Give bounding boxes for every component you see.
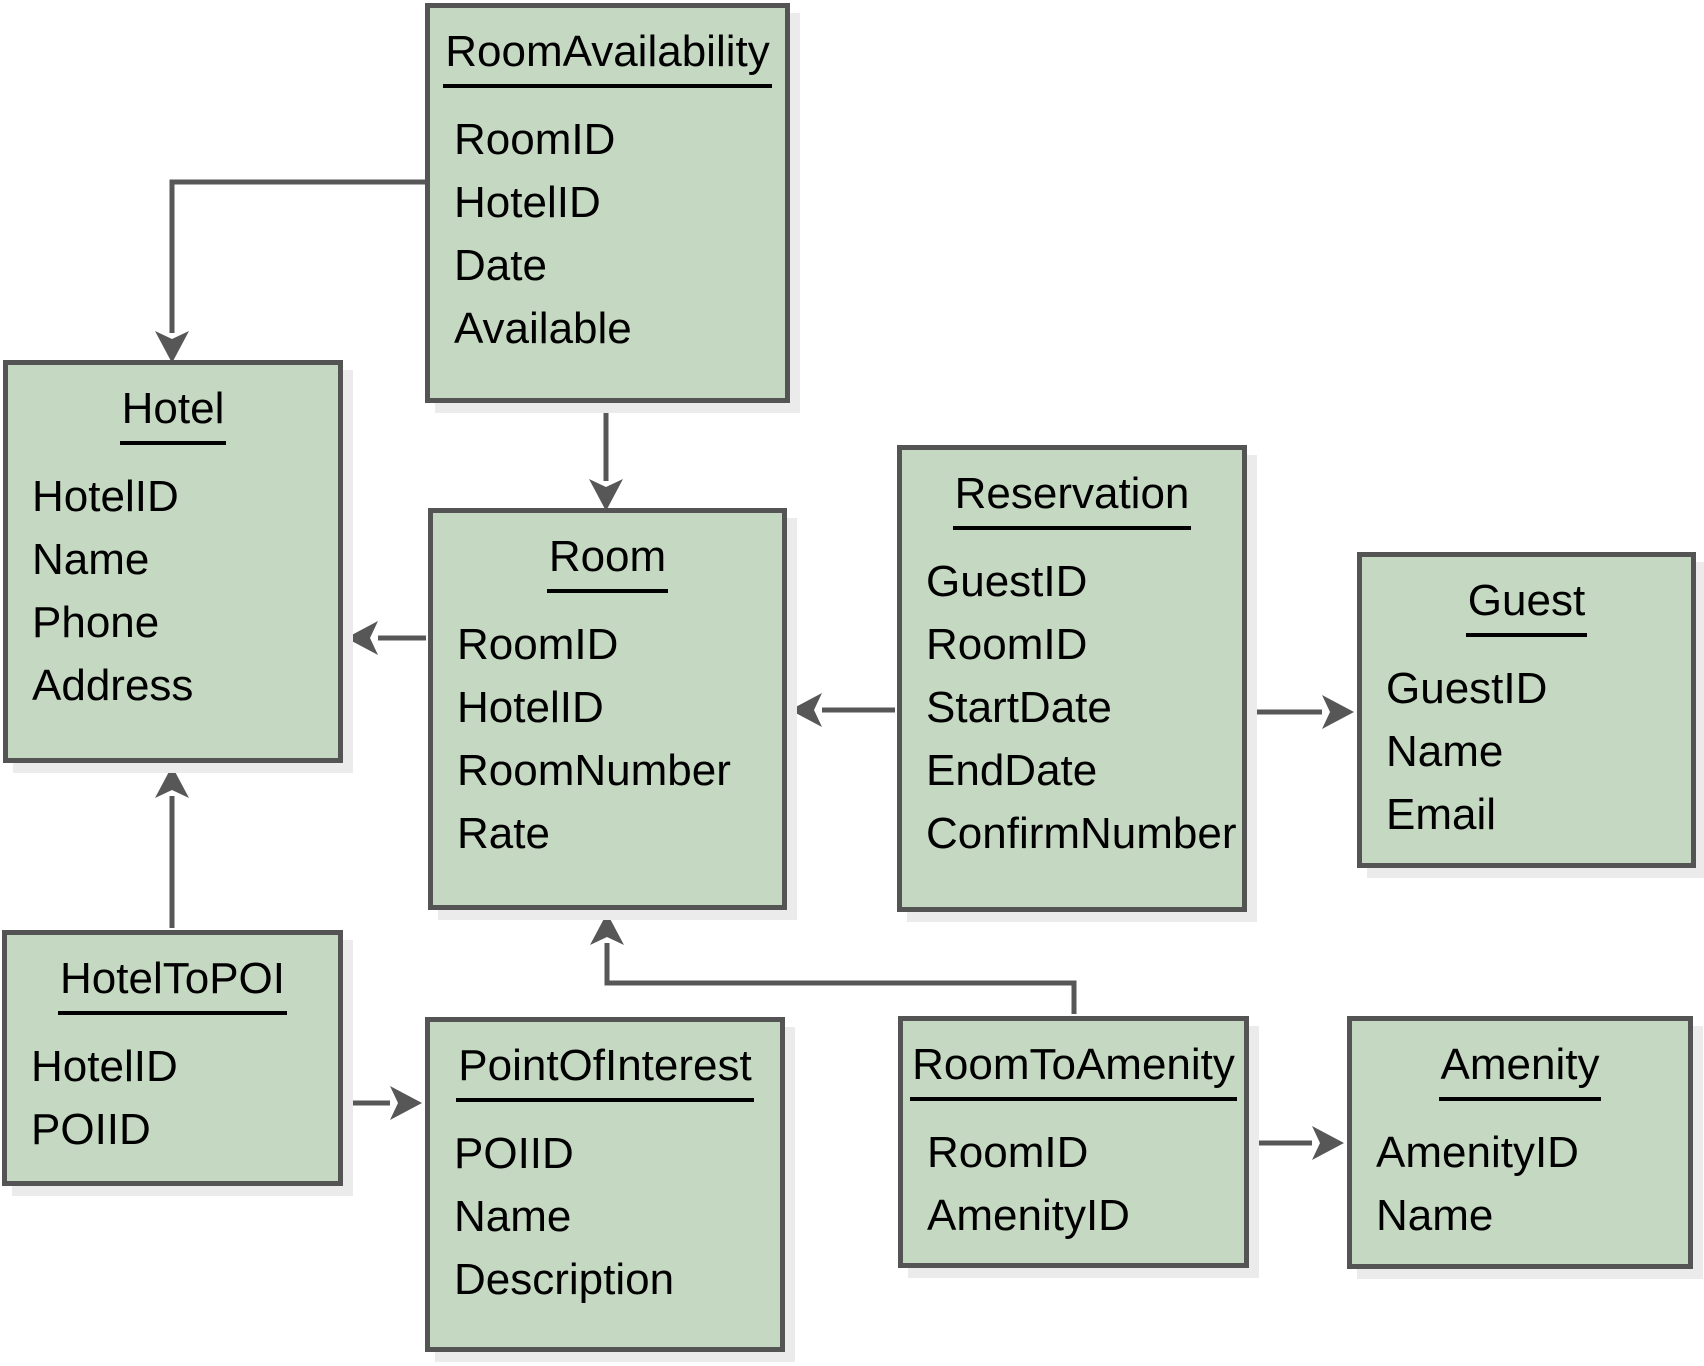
entity-field: Name: [1376, 1191, 1494, 1240]
entity-field: RoomNumber: [457, 746, 731, 795]
entity-field: HotelID: [31, 1042, 178, 1091]
entity-field: Name: [1386, 727, 1504, 776]
entity-field: RoomID: [927, 1128, 1089, 1177]
entity-field: Date: [454, 241, 547, 290]
connector-roomavailability-to-room: [589, 406, 623, 511]
entity-field: Description: [454, 1255, 675, 1304]
entity-field: HotelID: [32, 472, 179, 521]
connector-hoteltopoi-to-pointofinterest: [345, 1086, 422, 1120]
entity-title: Reservation: [902, 466, 1242, 530]
entity-field: Name: [454, 1192, 572, 1241]
entity-title: RoomAvailability: [430, 24, 785, 88]
entity-title: Amenity: [1352, 1037, 1688, 1101]
connector-reservation-to-guest: [1249, 695, 1354, 729]
entity-field: Address: [32, 661, 194, 710]
entity-field: Rate: [457, 809, 550, 858]
entity-amenity: Amenity AmenityID Name: [1347, 1016, 1693, 1269]
entity-fields: HotelID POIID: [31, 1035, 330, 1161]
entity-field: HotelID: [454, 178, 601, 227]
entity-field: RoomID: [454, 115, 616, 164]
entity-field: RoomID: [457, 620, 619, 669]
entity-title: Guest: [1362, 573, 1691, 637]
entity-field: POIID: [31, 1105, 151, 1154]
entity-field: HotelID: [457, 683, 604, 732]
entity-field: Phone: [32, 598, 160, 647]
entity-field: Name: [32, 535, 150, 584]
entity-title: Room: [433, 529, 782, 593]
entity-hoteltopoi: HotelToPOI HotelID POIID: [2, 930, 343, 1186]
entity-fields: RoomID AmenityID: [927, 1121, 1236, 1247]
connector-roomtoamenity-to-amenity: [1251, 1126, 1344, 1160]
entity-field: StartDate: [926, 683, 1112, 732]
entity-field: GuestID: [1386, 664, 1548, 713]
entity-field: AmenityID: [1376, 1128, 1579, 1177]
connector-room-to-hotel: [346, 621, 426, 655]
connector-roomtoamenity-to-room: [590, 913, 1077, 1014]
entity-fields: AmenityID Name: [1376, 1121, 1680, 1247]
entity-field: Available: [454, 304, 632, 353]
connector-hoteltopoi-to-hotel: [155, 766, 189, 928]
entity-field: ConfirmNumber: [926, 809, 1237, 858]
connector-reservation-to-room: [790, 693, 895, 727]
entity-field: POIID: [454, 1129, 574, 1178]
entity-field: EndDate: [926, 746, 1098, 795]
entity-title: Hotel: [8, 381, 338, 445]
entity-title: RoomToAmenity: [903, 1037, 1244, 1101]
entity-roomtoamenity: RoomToAmenity RoomID AmenityID: [898, 1016, 1249, 1268]
entity-field: Email: [1386, 790, 1497, 839]
entity-field: GuestID: [926, 557, 1088, 606]
entity-field: AmenityID: [927, 1191, 1130, 1240]
entity-field: RoomID: [926, 620, 1088, 669]
entity-title: HotelToPOI: [7, 951, 338, 1015]
entity-title: PointOfInterest: [430, 1038, 780, 1102]
connector-roomavailability-to-hotel: [155, 179, 425, 363]
